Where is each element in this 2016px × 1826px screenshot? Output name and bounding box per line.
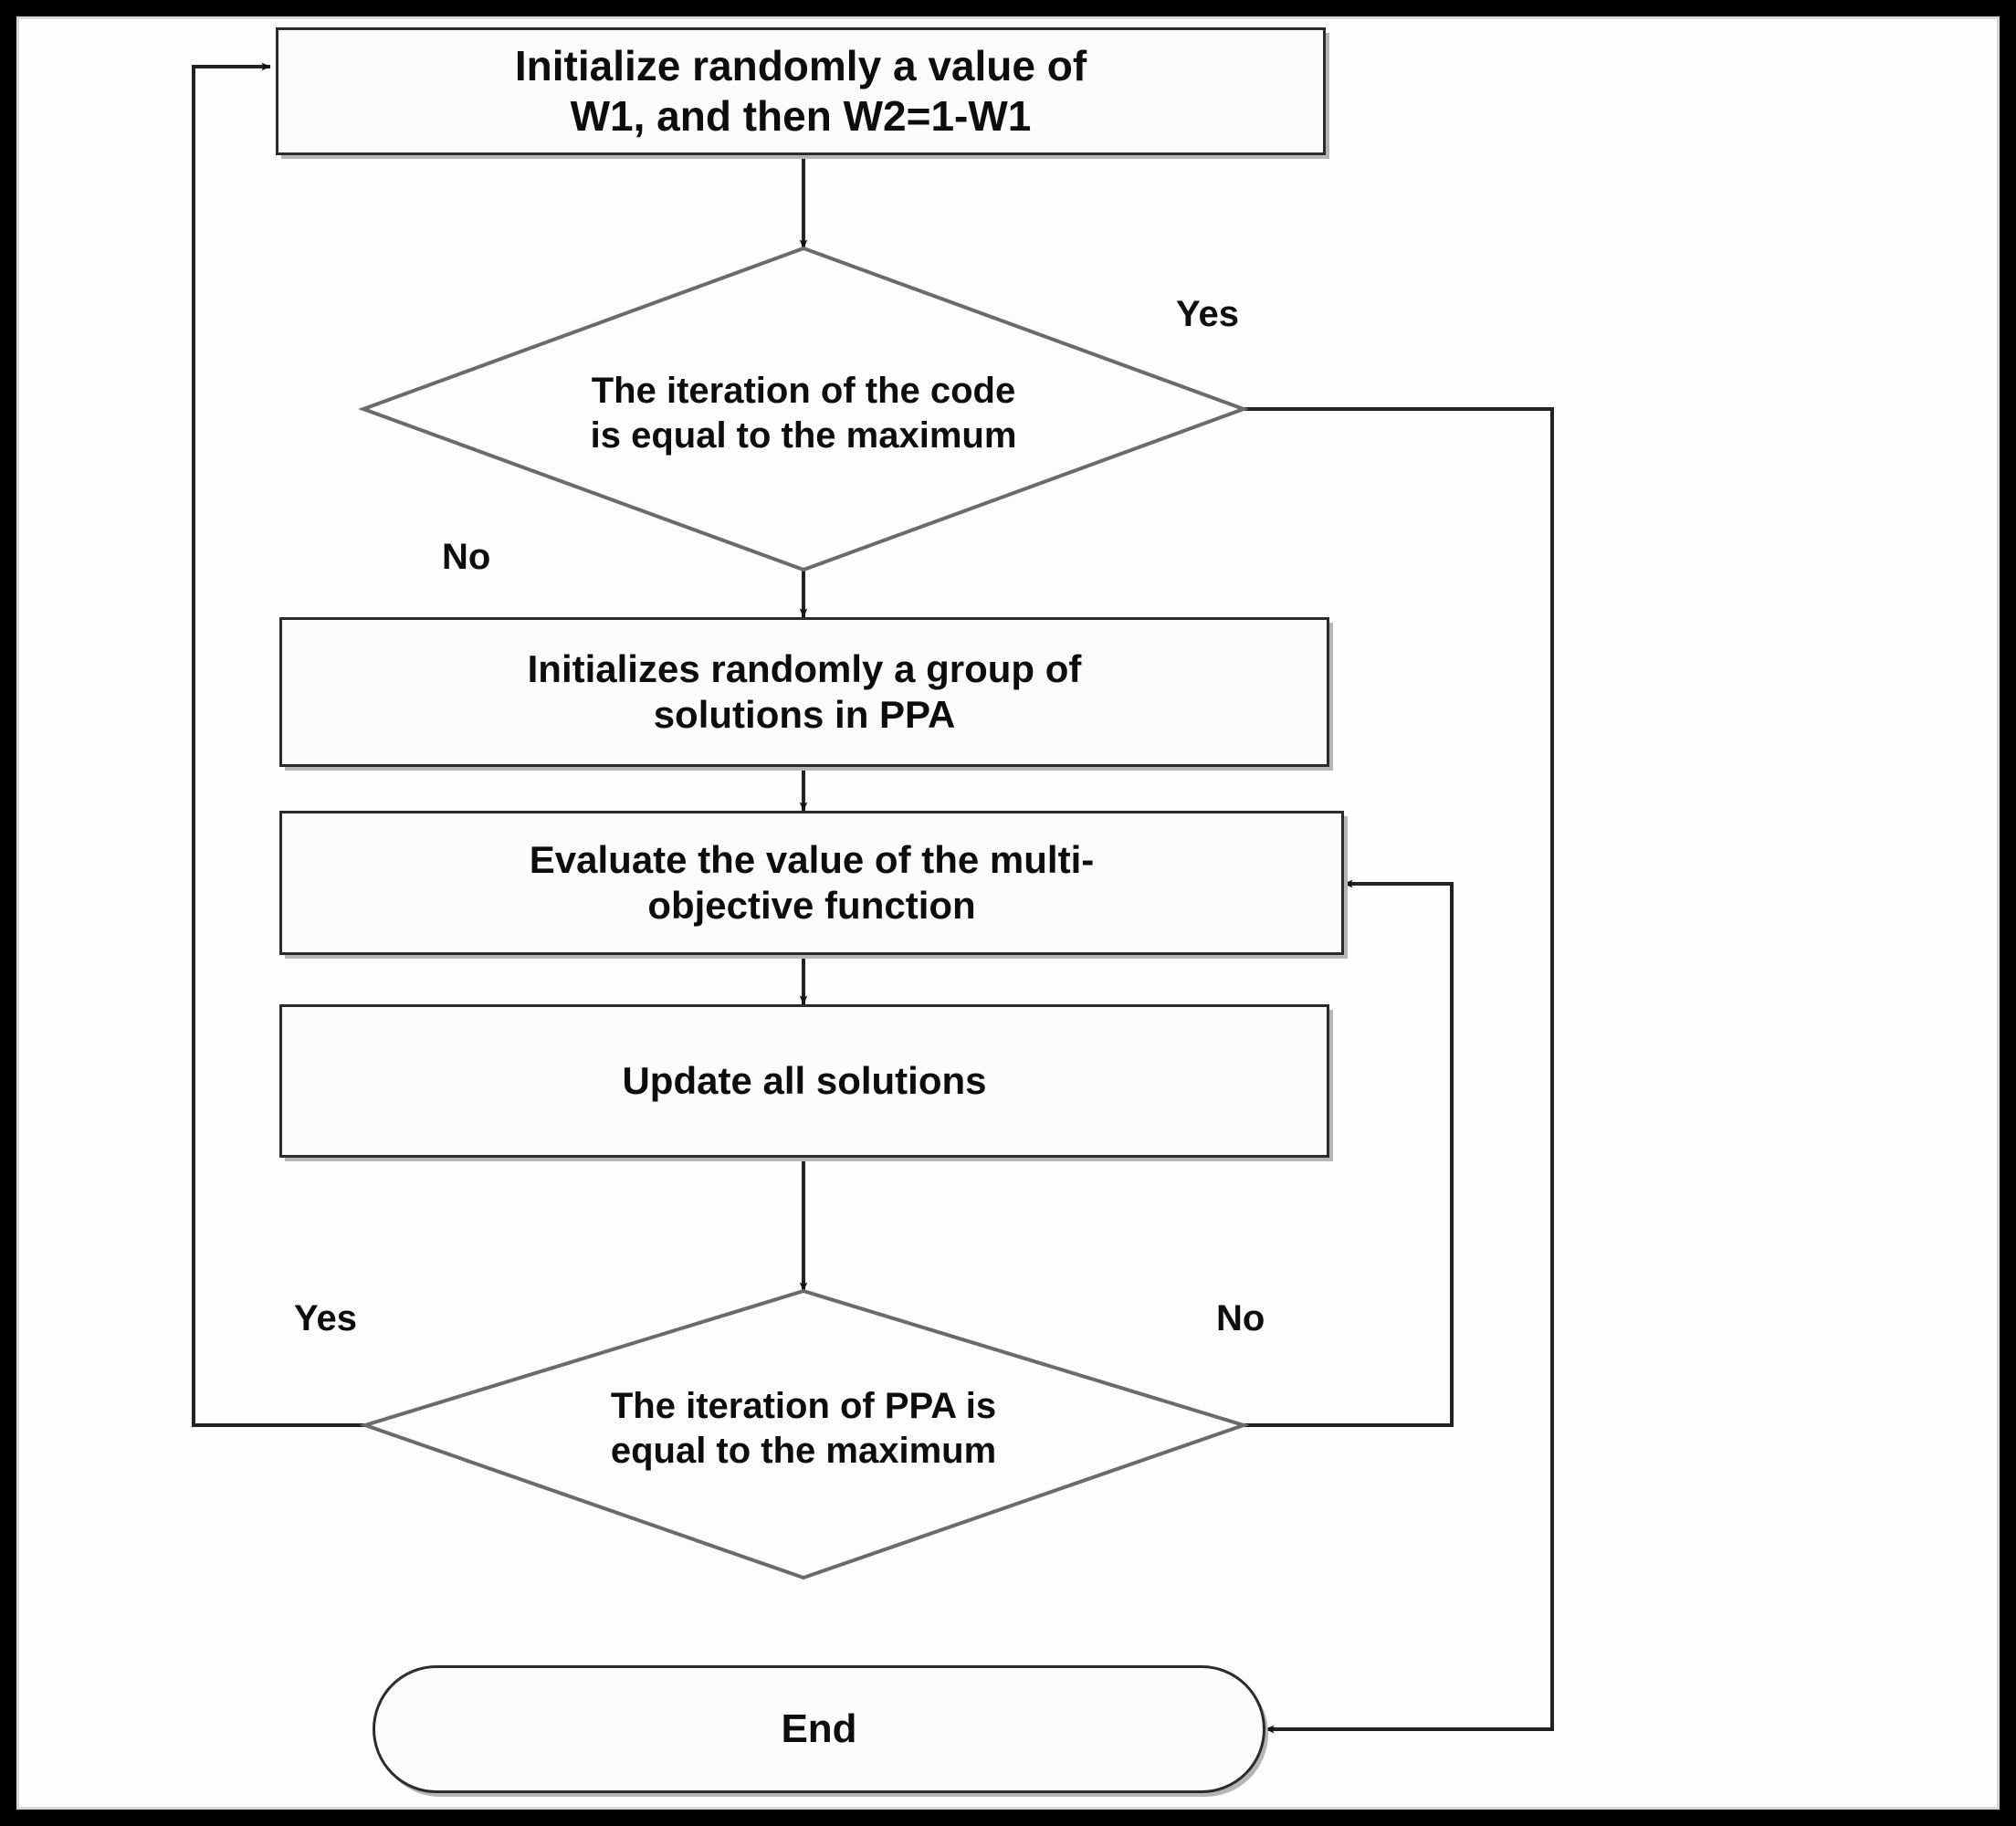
node-update-solutions-line1: Update all solutions [622, 1058, 987, 1102]
node-update-solutions-text: Update all solutions [596, 1058, 1012, 1104]
node-init-weights-text: Initialize randomly a value of W1, and t… [489, 41, 1112, 142]
node-evaluate-line1: Evaluate the value of the multi- [529, 837, 1095, 881]
node-init-weights-line2: W1, and then W2=1-W1 [570, 92, 1032, 140]
node-init-solutions-text: Initializes randomly a group of solution… [502, 646, 1108, 739]
node-evaluate-text: Evaluate the value of the multi- objecti… [504, 837, 1119, 929]
node-init-solutions[interactable]: Initializes randomly a group of solution… [279, 617, 1329, 767]
edge-label-decision1-no: No [442, 537, 491, 577]
node-init-solutions-line2: solutions in PPA [653, 693, 956, 736]
node-end-text: End [781, 1705, 857, 1751]
node-init-weights[interactable]: Initialize randomly a value of W1, and t… [276, 27, 1326, 155]
node-init-weights-line1: Initialize randomly a value of [514, 41, 1087, 89]
node-evaluate-line2: objective function [647, 884, 976, 927]
node-init-solutions-line1: Initializes randomly a group of [527, 646, 1082, 690]
node-update-solutions[interactable]: Update all solutions [279, 1004, 1329, 1158]
node-evaluate-objective[interactable]: Evaluate the value of the multi- objecti… [279, 811, 1344, 955]
node-end[interactable]: End [373, 1665, 1265, 1793]
edge-label-decision2-yes: Yes [294, 1298, 357, 1338]
edge-label-decision1-yes: Yes [1176, 294, 1239, 334]
edge-label-decision2-no: No [1216, 1298, 1265, 1338]
